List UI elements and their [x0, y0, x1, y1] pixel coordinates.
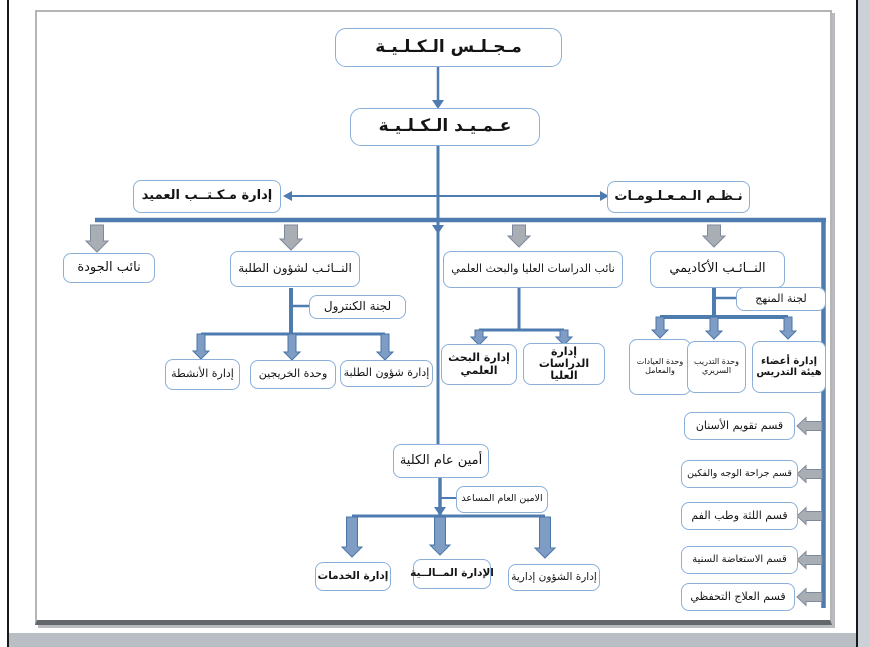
node-curriculum-committee: لجنة المنهج: [736, 287, 826, 311]
node-dept-prosthodontics: قسم الاستعاضة السنية: [681, 546, 798, 574]
thin-arrowheads: [283, 100, 609, 516]
arrowhead-council-to-dean: [432, 100, 444, 109]
node-dean-office-admin: إدارة مـكـتــب العميد: [133, 180, 281, 213]
node-assistant-secretary-general: الامين العام المساعد: [456, 486, 548, 513]
down-arrow-training: [704, 316, 724, 340]
down-arrow-quality: [84, 224, 110, 253]
node-college-dean: عـمـيـد الـكـلـيـة: [350, 108, 540, 146]
node-graduates-unit: وحدة الخريجين: [250, 360, 336, 389]
node-dept-maxillofacial-surgery: قسم جراحة الوجه والفكين: [681, 460, 798, 488]
down-arrow-grad-studies: [554, 329, 574, 346]
node-dept-conservative-treatment: قسم العلاج التحفظي: [681, 583, 795, 611]
node-secretary-general: أمين عام الكلية: [393, 444, 489, 478]
gray-block-arrows: [84, 224, 823, 607]
connector-lines: [95, 67, 826, 608]
arrowhead-to-dean-office: [283, 191, 292, 201]
node-information-systems: نـظـم الـمـعـلـومـات: [607, 181, 750, 213]
down-arrow-faculty: [778, 316, 798, 340]
left-arrow-dept-perio: [796, 506, 823, 526]
left-arrow-dept-orthodontics: [796, 416, 823, 436]
node-services-admin: إدارة الخدمات: [315, 562, 391, 591]
app-background-right: [858, 0, 870, 647]
page-left-edge-line: [7, 0, 9, 647]
node-clinical-training-unit: وحدة التدريب السريري: [687, 341, 746, 393]
node-quality-deputy: نائب الجودة: [63, 253, 155, 283]
down-arrow-students-deputy: [278, 224, 304, 251]
node-dept-perio-oral-medicine: قسم اللثة وطب الفم: [681, 502, 798, 530]
down-arrow-admin-affairs: [533, 516, 557, 559]
blue-block-arrows: [191, 316, 798, 559]
down-arrow-clinics: [650, 316, 670, 339]
node-control-committee: لجنة الكنترول: [309, 295, 406, 319]
node-faculty-members-admin: إدارة أعضاء هيئة التدريس: [752, 341, 826, 393]
node-students-affairs-deputy: النــائـب لشؤون الطلبة: [230, 251, 360, 287]
down-arrow-research: [469, 329, 489, 346]
arrowhead-secretary-down: [434, 507, 446, 516]
node-student-affairs-admin: إدارة شؤون الطلبة: [340, 360, 433, 387]
node-clinics-labs-unit: وحدة العيادات والمعامل: [629, 339, 691, 395]
down-arrow-academic-deputy: [701, 224, 727, 248]
down-arrow-graduates: [282, 333, 302, 361]
node-dept-orthodontics: قسم تقويم الأسنان: [684, 412, 795, 440]
node-activities-admin: إدارة الأنشطة: [165, 359, 240, 390]
left-arrow-dept-maxillofacial: [796, 464, 823, 484]
down-arrow-grad-deputy: [506, 224, 532, 248]
down-arrow-activities: [191, 333, 211, 360]
arrowhead-center-down: [432, 225, 444, 234]
node-financial-admin: الإدارة المــالــية: [410, 559, 494, 589]
left-arrow-dept-conservative: [796, 587, 823, 607]
arrowhead-to-info-systems: [600, 191, 609, 201]
node-administrative-affairs-admin: إدارة الشؤون إدارية: [508, 564, 600, 591]
node-scientific-research-admin: إدارة البحث العلمي: [441, 344, 517, 385]
down-arrow-student-affairs: [375, 333, 395, 361]
left-arrow-dept-prosthodontics: [796, 550, 823, 570]
down-arrow-financial: [428, 516, 452, 556]
down-arrow-services: [340, 516, 364, 558]
app-background-bottom: [9, 633, 856, 647]
node-academic-deputy: النــائـب الأكاديمي: [650, 251, 785, 288]
node-grad-studies-admin: إدارة الدراسات العليا: [523, 343, 605, 385]
node-grad-studies-research-deputy: نائب الدراسات العليا والبحث العلمي: [443, 251, 623, 288]
node-college-council: مـجـلـس الـكـلـيـة: [335, 28, 562, 67]
page-right-edge-line: [856, 0, 858, 647]
